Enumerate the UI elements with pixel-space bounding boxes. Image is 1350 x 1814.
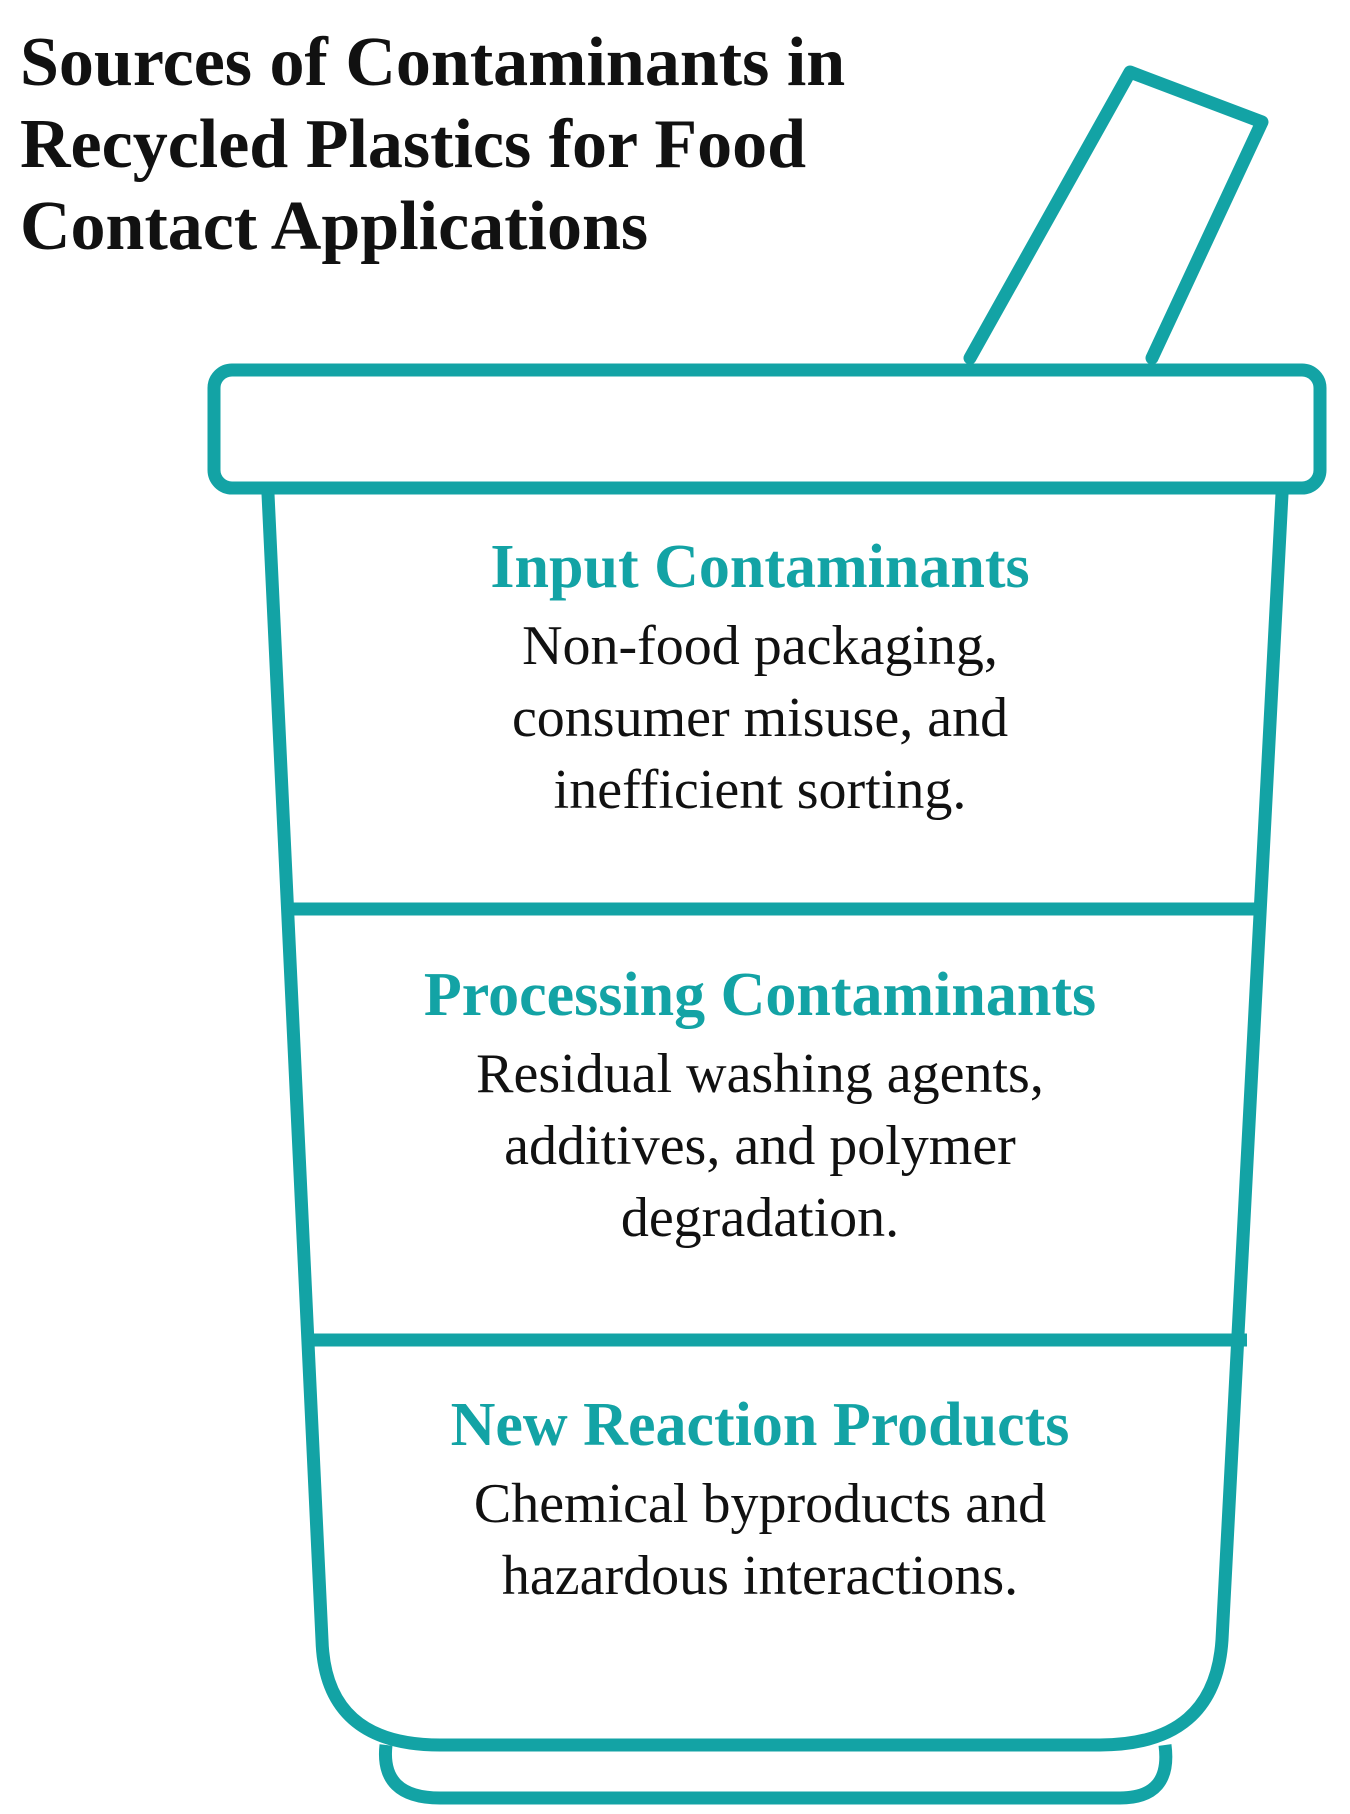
cup-base <box>378 1744 1173 1805</box>
title-line: Contact Applications <box>20 188 649 265</box>
straw-outline <box>963 65 1269 365</box>
description-line: hazardous interactions. <box>501 1545 1019 1607</box>
title-line: Sources of Contaminants in <box>20 24 846 101</box>
description-line: inefficient sorting. <box>553 759 967 821</box>
section-heading: New Reaction Products <box>450 1391 1070 1459</box>
section-heading: Input Contaminants <box>490 533 1030 601</box>
page-title: Sources of Contaminants in Recycled Plas… <box>20 22 1020 268</box>
section-heading: Processing Contaminants <box>423 961 1097 1029</box>
cup-lid <box>207 363 1327 495</box>
section-description: Non-food packaging, consumer misuse, and… <box>290 610 1230 826</box>
cup-body <box>261 493 1289 1752</box>
description-line: Non-food packaging, <box>522 615 998 677</box>
description-line: Chemical byproducts and <box>473 1473 1047 1535</box>
new-reaction-products-section: New Reaction Products Chemical byproduct… <box>290 1388 1230 1612</box>
description-line: additives, and polymer <box>504 1115 1016 1177</box>
description-line: consumer misuse, and <box>511 687 1009 749</box>
description-line: degradation. <box>620 1187 900 1249</box>
section-description: Residual washing agents, additives, and … <box>290 1038 1230 1254</box>
description-line: Residual washing agents, <box>476 1043 1044 1105</box>
title-line: Recycled Plastics for Food <box>20 106 807 183</box>
processing-contaminants-section: Processing Contaminants Residual washing… <box>290 958 1230 1254</box>
section-description: Chemical byproducts and hazardous intera… <box>290 1468 1230 1612</box>
input-contaminants-section: Input Contaminants Non-food packaging, c… <box>290 530 1230 826</box>
